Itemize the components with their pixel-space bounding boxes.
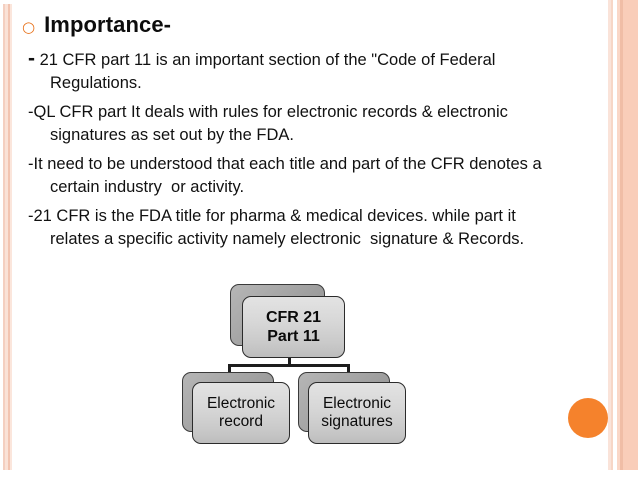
- diagram-node-electronic-record[interactable]: Electronic record: [182, 372, 292, 448]
- connector-root-stem: [288, 352, 291, 366]
- right-stripe-2: [611, 0, 613, 470]
- paragraph-4-dash: -: [28, 207, 34, 225]
- paragraph-4-text: 21 CFR is the FDA title for pharma & med…: [33, 207, 525, 248]
- page-title: ○ Importance-: [22, 12, 171, 38]
- paragraph-2-dash: -: [28, 103, 34, 121]
- right-stripe-3: [613, 0, 617, 470]
- bullet-paragraph-2: -QL CFR part It deals with rules for ele…: [28, 101, 568, 147]
- right-stripe-4: [617, 0, 620, 470]
- body-text-block: - 21 CFR part 11 is an important section…: [28, 48, 568, 257]
- cfr-hierarchy-diagram: CFR 21 Part 11 Electronic record Electro…: [170, 278, 420, 453]
- bullet-paragraph-3: -It need to be understood that each titl…: [28, 153, 568, 199]
- node-root-label: CFR 21 Part 11: [265, 309, 322, 345]
- bullet-paragraph-1: - 21 CFR part 11 is an important section…: [28, 48, 568, 95]
- node-left-label: Electronic record: [206, 395, 276, 430]
- node-root-front-card: CFR 21 Part 11: [242, 296, 345, 358]
- paragraph-1-text: 21 CFR part 11 is an important section o…: [35, 51, 501, 92]
- left-stripe-1: [3, 4, 5, 470]
- left-stripe-2: [5, 4, 8, 470]
- paragraph-3-text: It need to be understood that each title…: [33, 155, 547, 196]
- right-stripe-5: [620, 0, 623, 470]
- left-stripe-3: [8, 4, 10, 470]
- paragraph-1-dash: -: [28, 47, 35, 70]
- right-edge-stripe-band: [606, 0, 638, 470]
- left-edge-stripe-band: [0, 4, 14, 470]
- right-stripe-6: [623, 0, 638, 470]
- node-right-front-card: Electronic signatures: [308, 382, 406, 444]
- paragraph-3-dash: -: [28, 155, 34, 173]
- orange-accent-circle: [568, 398, 608, 438]
- node-left-front-card: Electronic record: [192, 382, 290, 444]
- page-title-text: Importance-: [44, 12, 172, 37]
- diagram-node-electronic-signatures[interactable]: Electronic signatures: [298, 372, 408, 448]
- left-stripe-4: [10, 4, 12, 470]
- diagram-node-root[interactable]: CFR 21 Part 11: [230, 284, 345, 362]
- connector-horizontal-bar: [228, 364, 350, 367]
- hollow-circle-bullet-icon: ○: [22, 18, 36, 36]
- bullet-paragraph-4: -21 CFR is the FDA title for pharma & me…: [28, 205, 568, 251]
- right-stripe-1: [608, 0, 611, 470]
- node-right-label: Electronic signatures: [321, 395, 393, 430]
- paragraph-2-text: QL CFR part It deals with rules for elec…: [33, 103, 513, 144]
